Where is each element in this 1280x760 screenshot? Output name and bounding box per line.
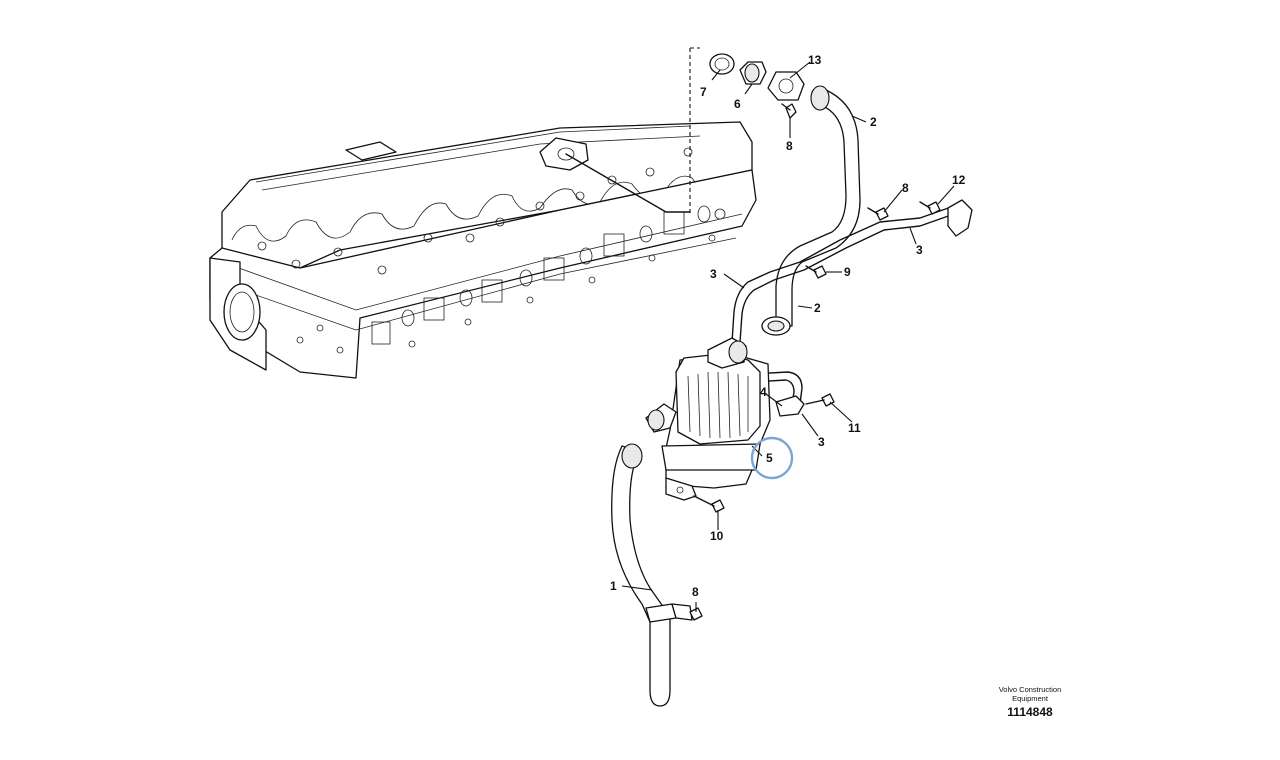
callout-8-top[interactable]: 8	[786, 139, 793, 153]
manufacturer-line-2: Equipment	[1012, 694, 1048, 703]
oil-separator-5	[645, 337, 805, 501]
callout-12[interactable]: 12	[952, 173, 966, 187]
engine-block	[209, 121, 757, 379]
screw-8-top	[781, 103, 797, 119]
leader-lines	[621, 61, 955, 612]
callout-4[interactable]: 4	[760, 385, 767, 399]
screw-12	[919, 201, 941, 215]
selection-highlight-circle	[750, 436, 794, 480]
assembly-reference-line	[565, 47, 700, 214]
callout-3-left[interactable]: 3	[710, 267, 717, 281]
callout-9[interactable]: 9	[844, 265, 851, 279]
hose-2	[761, 85, 861, 336]
drawing-number: 1114848	[1007, 705, 1053, 719]
callout-3-lower[interactable]: 3	[818, 435, 825, 449]
callout-13[interactable]: 13	[808, 53, 822, 67]
hose-1	[611, 443, 703, 707]
o-ring-7	[709, 53, 735, 75]
screw-8-right	[867, 207, 889, 221]
callout-6[interactable]: 6	[734, 97, 741, 111]
callout-8-right[interactable]: 8	[902, 181, 909, 195]
callout-labels: 7 6 13 8 2 8 12 3 3 9 2 4 3 11 5 10 1 8	[610, 53, 966, 599]
callout-8-bottom[interactable]: 8	[692, 585, 699, 599]
sleeve-6	[739, 61, 767, 85]
callout-1[interactable]: 1	[610, 579, 617, 593]
callout-2-upper[interactable]: 2	[870, 115, 877, 129]
callout-5[interactable]: 5	[766, 451, 773, 465]
gasket-13	[767, 71, 805, 101]
callout-3-right[interactable]: 3	[916, 243, 923, 257]
screw-10	[693, 495, 725, 513]
manufacturer-line-1: Volvo Construction	[998, 685, 1062, 694]
callout-2-lower[interactable]: 2	[814, 301, 821, 315]
manufacturer-label: Volvo Construction Equipment	[982, 685, 1078, 703]
callout-7[interactable]: 7	[700, 85, 707, 99]
screw-9	[805, 265, 827, 279]
callout-11[interactable]: 11	[848, 421, 861, 435]
callout-10[interactable]: 10	[710, 529, 724, 543]
pipe-3	[731, 199, 973, 405]
screw-11	[805, 393, 835, 407]
